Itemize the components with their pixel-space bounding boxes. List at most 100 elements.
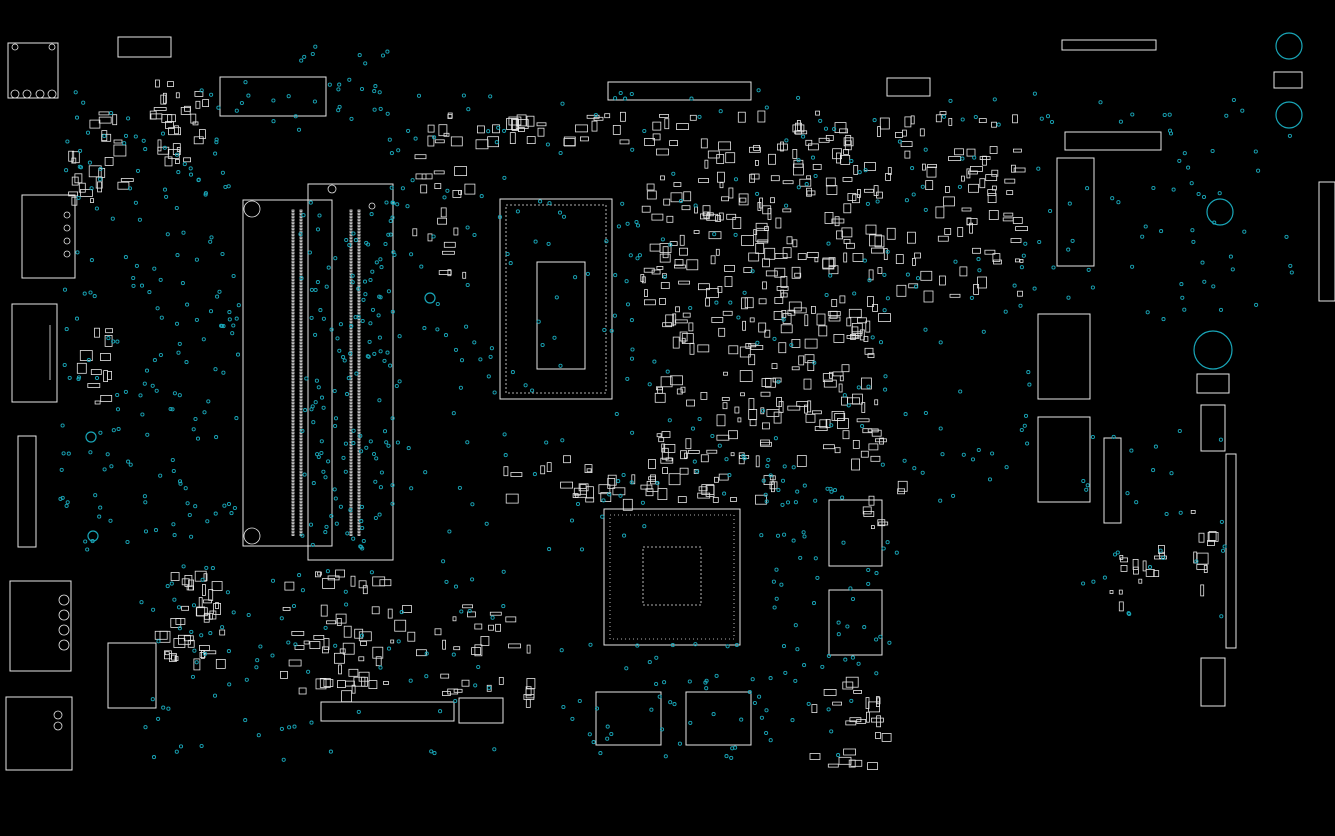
connector-right-pins[interactable] — [1103, 437, 1122, 524]
connector-top-long[interactable] — [219, 76, 327, 117]
via-dot — [81, 100, 86, 105]
connector-left-5[interactable] — [9, 580, 72, 672]
via-dot — [836, 753, 841, 758]
smd-component — [968, 170, 978, 175]
connector-top-left[interactable] — [7, 42, 59, 99]
via-dot — [271, 98, 276, 103]
smd-component — [523, 694, 535, 700]
via-dot — [1023, 413, 1029, 418]
smd-component — [1006, 190, 1014, 196]
via-dot — [373, 84, 378, 89]
via-dot — [642, 524, 647, 529]
small-part-right[interactable] — [1196, 373, 1230, 394]
smd-component — [462, 604, 474, 609]
smd-component — [149, 110, 157, 120]
connector-right-mid1[interactable] — [1037, 313, 1091, 400]
via-dot — [1027, 382, 1032, 387]
connector-bottom-ffc[interactable] — [320, 701, 455, 722]
via-dot — [327, 82, 332, 87]
smd-component — [742, 320, 746, 331]
smd-component — [959, 266, 968, 277]
smd-component — [681, 337, 686, 343]
smd-component — [833, 333, 845, 343]
connector-bottom-small[interactable] — [458, 697, 504, 724]
via-dot — [697, 416, 702, 422]
via-dot — [389, 185, 394, 190]
connector-right-tall[interactable] — [1056, 157, 1095, 267]
via-dot — [472, 340, 477, 345]
slot-pin — [299, 335, 303, 338]
connector-left-2[interactable] — [21, 194, 76, 279]
ffc-connector-right[interactable] — [1064, 131, 1162, 151]
connector-left-4[interactable] — [17, 435, 37, 548]
via-dot — [164, 194, 169, 199]
via-dot — [307, 250, 312, 255]
edge-connector-right[interactable] — [1318, 181, 1335, 302]
smd-component — [680, 450, 687, 460]
vram-chip-4[interactable] — [685, 691, 752, 746]
slot-pin — [299, 374, 303, 377]
slot-pin — [349, 386, 353, 389]
connector-top-small[interactable] — [886, 77, 931, 97]
smd-component — [203, 612, 213, 620]
cpu-bga[interactable] — [499, 198, 613, 400]
slot-pin — [349, 503, 353, 506]
slot-pin — [357, 221, 361, 224]
smd-component — [526, 136, 536, 145]
via-dot — [941, 114, 947, 119]
smd-component — [857, 317, 867, 324]
via-dot — [776, 379, 781, 384]
smd-component — [284, 581, 295, 591]
slot-pin — [357, 245, 361, 248]
smd-component — [440, 673, 450, 679]
memory-slot-b[interactable] — [307, 183, 394, 561]
slot-pin — [357, 461, 361, 464]
ffc-connector-top[interactable] — [607, 81, 752, 101]
ic-left-bottom[interactable] — [107, 642, 157, 709]
via-dot — [347, 77, 352, 82]
slot-pin — [291, 260, 295, 263]
button-switch-1[interactable] — [1200, 404, 1226, 452]
vram-chip-1[interactable] — [828, 499, 883, 567]
via-dot — [1230, 267, 1235, 272]
slot-pin — [291, 326, 295, 329]
slot-pin — [357, 350, 361, 353]
slot-pin — [349, 362, 353, 365]
header-right-top[interactable] — [1061, 39, 1157, 51]
connector-left-6[interactable] — [5, 696, 73, 771]
smd-component — [966, 217, 972, 226]
via-dot — [377, 398, 382, 403]
connector-right-mid2[interactable] — [1037, 416, 1091, 503]
vram-chip-2[interactable] — [828, 589, 883, 656]
smd-component — [877, 519, 886, 527]
connector-right-vertical[interactable] — [1225, 453, 1237, 649]
slot-pin — [357, 458, 361, 461]
vram-chip-3[interactable] — [595, 691, 662, 746]
button-switch-2[interactable] — [1200, 657, 1226, 707]
smd-component — [503, 466, 509, 477]
via-dot — [801, 134, 806, 139]
smd-component — [173, 638, 186, 648]
via-dot — [65, 500, 70, 505]
smd-component — [741, 297, 748, 310]
gpu-bga[interactable] — [603, 508, 741, 646]
smd-component — [791, 366, 800, 371]
smd-component — [676, 123, 689, 130]
slot-pin — [291, 470, 295, 473]
via-dot — [370, 307, 376, 312]
via-dot — [419, 264, 424, 269]
slot-pin — [299, 530, 303, 533]
slot-pin — [299, 308, 303, 311]
header-small-top[interactable] — [117, 36, 172, 58]
small-part-right-top[interactable] — [1273, 71, 1303, 89]
slot-pin — [299, 341, 303, 344]
connector-left-3[interactable] — [11, 303, 58, 403]
slot-pin — [299, 509, 303, 512]
smd-component — [753, 229, 758, 236]
smd-component — [619, 139, 630, 145]
smd-component — [219, 629, 226, 636]
memory-slot-a[interactable] — [242, 199, 333, 547]
smd-component — [774, 297, 784, 304]
slot-pin — [299, 332, 303, 335]
